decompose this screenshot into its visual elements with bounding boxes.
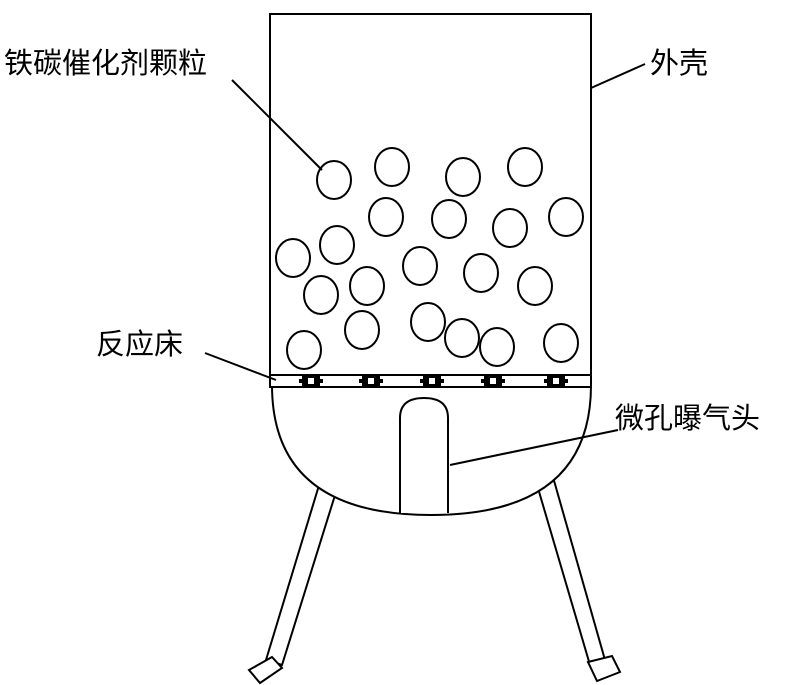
bed-label: 反应床 xyxy=(96,327,183,361)
shell-leader-line xyxy=(590,63,646,89)
aerator-leader-line xyxy=(449,429,619,466)
catalyst-particle xyxy=(410,302,446,342)
catalyst-particle xyxy=(286,330,322,370)
catalyst-particles xyxy=(275,147,584,370)
aerator-head xyxy=(359,375,383,387)
catalyst-particle xyxy=(517,266,553,306)
shell-label: 外壳 xyxy=(650,46,708,80)
right-leg xyxy=(533,468,622,683)
catalyst-particle xyxy=(492,208,528,248)
catalyst-label: 铁碳催化剂颗粒 xyxy=(4,46,207,80)
catalyst-particle xyxy=(444,318,480,358)
left-leg xyxy=(247,480,338,685)
aerator-head xyxy=(299,375,323,387)
catalyst-particle xyxy=(548,197,584,237)
catalyst-particle xyxy=(368,197,404,237)
catalyst-leader-line xyxy=(231,79,323,171)
aerator-head xyxy=(420,375,444,387)
catalyst-particle xyxy=(344,310,380,350)
catalyst-particle xyxy=(445,157,481,197)
catalyst-particle xyxy=(402,246,438,286)
catalyst-particle xyxy=(374,147,410,187)
bed-leader-line xyxy=(204,352,277,381)
catalyst-particle xyxy=(463,253,499,293)
catalyst-particle xyxy=(543,323,579,363)
catalyst-particle xyxy=(349,266,385,306)
catalyst-particle xyxy=(507,147,543,187)
aerator-label: 微孔曝气头 xyxy=(615,401,760,435)
catalyst-particle xyxy=(319,225,355,265)
aerator-heads xyxy=(299,375,568,387)
catalyst-particle xyxy=(303,275,339,315)
catalyst-particle xyxy=(275,238,311,278)
catalyst-particle xyxy=(479,327,515,367)
aerator-head xyxy=(544,375,568,387)
catalyst-particle xyxy=(431,199,467,239)
catalyst-particle xyxy=(316,160,352,200)
inner-pipe xyxy=(399,396,449,513)
aerator-head xyxy=(481,375,505,387)
